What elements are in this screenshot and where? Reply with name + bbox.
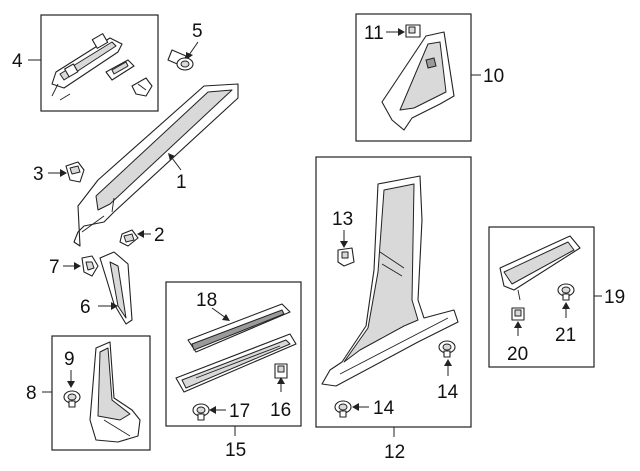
- part-17-pushpin: [192, 403, 210, 421]
- part-8-kick-panel: [89, 341, 141, 443]
- part-19-scuff-plate: [499, 235, 581, 301]
- part-10-upper-b-pillar: [381, 31, 455, 131]
- part-4-clip-a: [105, 59, 135, 81]
- callout-4: 4: [12, 51, 23, 72]
- box-part-15: 15 18 16 17: [165, 281, 302, 461]
- box-part-4: 4: [12, 14, 159, 112]
- callout-5: 5: [192, 21, 203, 42]
- callout-7: 7: [49, 257, 60, 278]
- part-16-clip: [274, 363, 288, 379]
- box-part-8: 8 9: [26, 335, 151, 451]
- callout-13: 13: [332, 209, 353, 230]
- callout-6: 6: [80, 297, 91, 318]
- callout-19: 19: [604, 287, 625, 308]
- callout-8: 8: [26, 383, 37, 404]
- part-21-pushpin: [557, 283, 575, 301]
- callout-20: 20: [507, 344, 528, 365]
- part-20-clip: [511, 307, 525, 321]
- part-3-clip: 3: [33, 161, 85, 185]
- callout-3: 3: [33, 164, 44, 185]
- part-4-clip-b: [131, 77, 153, 97]
- part-6-trim-piece: 6: [80, 251, 133, 325]
- part-1-a-pillar-trim: 1: [73, 83, 239, 247]
- callout-12: 12: [384, 442, 405, 463]
- callout-17: 17: [229, 401, 250, 422]
- box-part-19: 19 21 20: [488, 226, 625, 368]
- part-2-clip: 2: [119, 225, 165, 247]
- callout-2: 2: [154, 225, 165, 246]
- part-14-pushpin-a: [438, 340, 456, 358]
- callout-9: 9: [64, 349, 75, 370]
- part-15-sill-plate: [175, 333, 297, 393]
- part-14-pushpin-b: [334, 400, 352, 418]
- part-12-b-pillar-lower: [321, 175, 459, 387]
- part-11-clip: [405, 24, 421, 38]
- callout-18: 18: [196, 290, 217, 311]
- callout-16: 16: [270, 400, 291, 421]
- callout-14b: 14: [373, 398, 395, 419]
- callout-1: 1: [176, 172, 187, 193]
- part-4-bracket: [51, 33, 123, 101]
- part-7-clip: 7: [49, 255, 99, 278]
- callout-11: 11: [364, 23, 384, 44]
- callout-10: 10: [483, 66, 504, 87]
- callout-21: 21: [555, 325, 576, 346]
- callout-14a: 14: [437, 382, 459, 403]
- part-5-bolt: 5: [167, 21, 203, 71]
- part-13-clip: [337, 247, 355, 267]
- callout-15: 15: [225, 440, 246, 461]
- part-18-scuff-strip: [187, 303, 291, 353]
- box-part-12: 12 13 14 14: [315, 156, 472, 463]
- box-part-10: 10 11: [355, 13, 504, 142]
- part-9-pushpin: [63, 390, 81, 408]
